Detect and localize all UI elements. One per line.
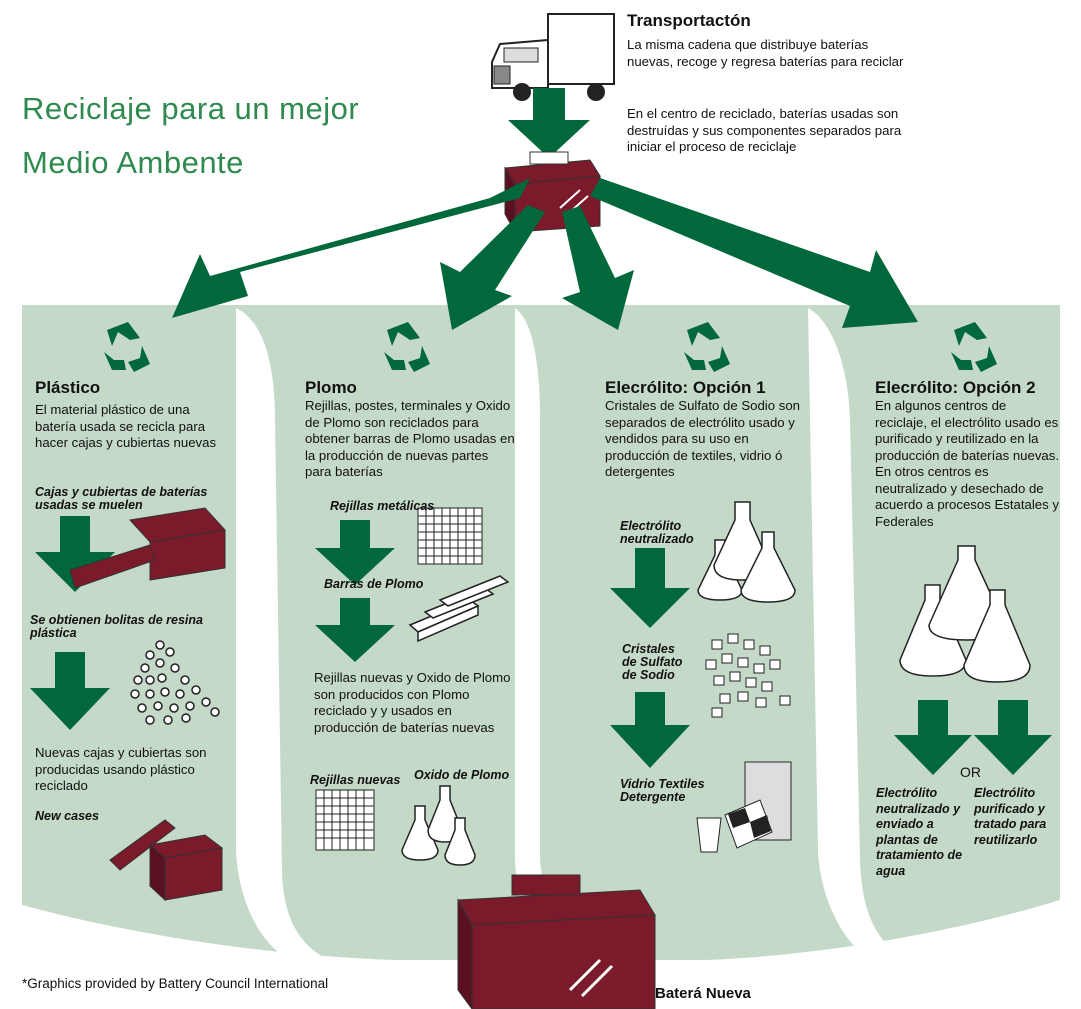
background-panels xyxy=(22,305,1060,960)
recycle-icon xyxy=(951,322,997,372)
transport-heading: Transportactón xyxy=(627,11,751,30)
page-title: Reciclaje para un mejor Medio Ambente xyxy=(22,82,359,190)
arrow-to-electrolito1 xyxy=(562,206,634,330)
resin-pellets-icon xyxy=(130,640,220,725)
panel-bottom-curve-right xyxy=(640,900,1060,1009)
products-icon xyxy=(696,761,792,853)
plastic-text: El material plástico de una batería usad… xyxy=(35,402,217,450)
arrow-down-icon xyxy=(610,548,690,628)
recycle-icon xyxy=(384,322,430,372)
arrow-down-truck xyxy=(508,88,590,158)
crushed-battery-icon xyxy=(69,507,226,589)
lead-text-2: Rejillas nuevas y Oxido de Plomo son pro… xyxy=(314,670,511,735)
electrolyte2-text: En algunos centros de reciclaje, el elec… xyxy=(875,398,1060,529)
crystals-icon xyxy=(705,633,791,718)
arrow-down-icon xyxy=(610,692,690,768)
plastic-step-1: Cajas y cubiertas de baterías usadas se … xyxy=(35,485,208,512)
arrow-down-icon xyxy=(315,520,395,585)
plastic-text-2: Nuevas cajas y cubiertas son producidas … xyxy=(35,745,207,793)
electrolyte1-heading: Elecrólito: Opción 1 xyxy=(605,378,766,397)
electrolyte2-option-left: Electrólito neutralizado y enviado a pla… xyxy=(876,786,963,878)
arrow-down-icon xyxy=(974,700,1052,775)
arrow-to-plomo xyxy=(440,205,545,330)
lead-text: Rejillas, postes, terminales y Oxido de … xyxy=(305,398,515,479)
page-title-line1: Reciclaje para un mejor xyxy=(22,91,360,126)
transport-text: La misma cadena que distribuye baterías … xyxy=(627,37,904,69)
panel-gap-2 xyxy=(515,308,590,948)
lead-step-2: Barras de Plomo xyxy=(324,577,424,591)
footer-credit: *Graphics provided by Battery Council In… xyxy=(22,976,329,991)
page-title-line2: Medio Ambente xyxy=(22,145,244,180)
lead-step-3a: Rejillas nuevas xyxy=(310,773,401,787)
new-grid-icon xyxy=(315,789,375,851)
lead-step-3b: Oxido de Plomo xyxy=(414,768,510,782)
new-battery-label: Baterá Nueva xyxy=(655,985,751,1002)
plastic-step-2: Se obtienen bolitas de resina plástica xyxy=(30,613,203,640)
panel-gap-1 xyxy=(236,308,340,965)
plastic-heading: Plástico xyxy=(35,378,101,397)
new-battery-icon xyxy=(457,874,656,1009)
electrolyte2-option-right: Electrólito purificado y tratado para re… xyxy=(974,786,1047,847)
truck-icon xyxy=(491,13,615,101)
electrolyte1-step-3: Vidrio Textiles Detergente xyxy=(620,777,705,804)
panel-gap-3 xyxy=(808,308,920,965)
arrow-down-icon xyxy=(315,598,395,662)
electrolyte2-heading: Elecrólito: Opción 2 xyxy=(875,378,1036,397)
beakers-icon xyxy=(899,545,1031,683)
arrow-to-plastico xyxy=(172,178,530,318)
electrolyte1-step-2: Cristales de Sulfato de Sodio xyxy=(622,642,683,682)
arrow-to-electrolito2 xyxy=(590,178,918,328)
arrow-down-icon xyxy=(894,700,972,775)
arrow-down-icon xyxy=(30,652,110,730)
electrolyte1-text: Cristales de Sulfato de Sodio son separa… xyxy=(605,398,800,479)
lead-bars-icon xyxy=(408,575,510,643)
electrolyte1-step-1: Electrólito neutralizado xyxy=(620,519,694,546)
lead-step-1: Rejillas metálicas xyxy=(330,499,435,513)
beakers-icon xyxy=(697,501,796,603)
arrow-down-icon xyxy=(35,516,115,592)
grid-icon xyxy=(417,507,483,565)
or-label: OR xyxy=(960,764,981,780)
panel-bottom-curve-left xyxy=(22,905,470,1009)
recycle-icon xyxy=(104,322,150,372)
beakers-icon xyxy=(401,785,476,866)
lead-heading: Plomo xyxy=(305,378,357,397)
new-case-icon xyxy=(109,819,224,902)
recycling-center-text: En el centro de reciclado, baterías usad… xyxy=(627,106,902,154)
recycle-icon xyxy=(684,322,730,372)
plastic-step-3: New cases xyxy=(35,809,99,823)
